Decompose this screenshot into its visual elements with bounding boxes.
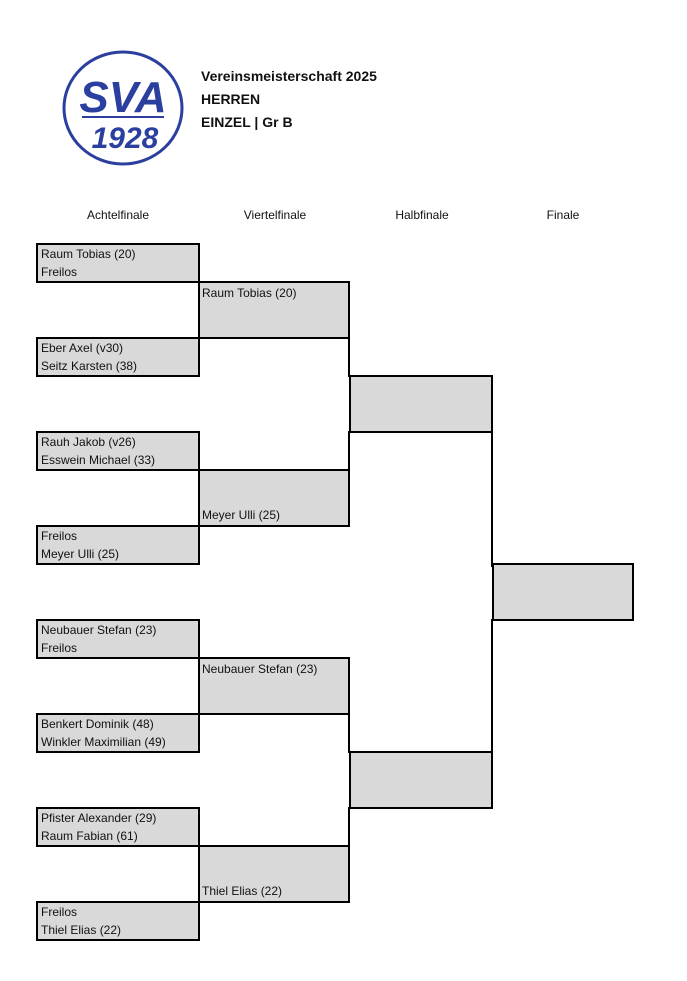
connector-line (348, 807, 350, 847)
qf-match-1: Raum Tobias (20) (198, 281, 350, 339)
player: Raum Fabian (61) (41, 829, 138, 843)
player: Esswein Michael (33) (41, 453, 156, 467)
player-bottom: Meyer Ulli (25) (202, 508, 281, 522)
header-group: EINZEL | Gr B (201, 114, 293, 130)
header-title: Vereinsmeisterschaft 2025 (201, 68, 377, 84)
connector-line (491, 431, 493, 567)
connector-line (348, 713, 350, 753)
player: Seitz Karsten (38) (41, 359, 138, 373)
logo-text-year: 1928 (92, 122, 159, 155)
player: Freilos (41, 529, 78, 543)
player: Winkler Maximilian (49) (41, 735, 166, 749)
sf-match-1 (349, 375, 493, 433)
r16-match-7: Pfister Alexander (29) Raum Fabian (61) (36, 807, 200, 847)
connector-line (348, 431, 350, 471)
player: Freilos (41, 641, 78, 655)
r16-match-5: Neubauer Stefan (23) Freilos (36, 619, 200, 659)
player-top: Neubauer Stefan (23) (202, 662, 318, 676)
r16-match-3: Rauh Jakob (v26) Esswein Michael (33) (36, 431, 200, 471)
r16-match-8: Freilos Thiel Elias (22) (36, 901, 200, 941)
r16-match-2: Eber Axel (v30) Seitz Karsten (38) (36, 337, 200, 377)
qf-match-4: Thiel Elias (22) (198, 845, 350, 903)
player: Eber Axel (v30) (41, 341, 124, 355)
player-bottom: Thiel Elias (22) (202, 884, 283, 898)
club-logo: SVA 1928 (62, 50, 184, 166)
round-label-viertelfinale: Viertelfinale (243, 208, 307, 222)
sf-match-2 (349, 751, 493, 809)
player: Neubauer Stefan (23) (41, 623, 157, 637)
r16-match-1: Raum Tobias (20) Freilos (36, 243, 200, 283)
player: Freilos (41, 265, 78, 279)
connector-line (348, 337, 350, 377)
round-label-achtelfinale: Achtelfinale (86, 208, 150, 222)
r16-match-4: Freilos Meyer Ulli (25) (36, 525, 200, 565)
player-top: Raum Tobias (20) (202, 286, 297, 300)
player: Raum Tobias (20) (41, 247, 136, 261)
final-match (492, 563, 634, 621)
player: Rauh Jakob (v26) (41, 435, 136, 449)
header-text: Vereinsmeisterschaft 2025 HERREN EINZEL … (201, 65, 377, 134)
player: Meyer Ulli (25) (41, 547, 120, 561)
round-label-finale: Finale (546, 208, 580, 222)
player: Thiel Elias (22) (41, 923, 122, 937)
r16-match-6: Benkert Dominik (48) Winkler Maximilian … (36, 713, 200, 753)
player: Pfister Alexander (29) (41, 811, 157, 825)
header-category: HERREN (201, 91, 261, 107)
qf-match-3: Neubauer Stefan (23) (198, 657, 350, 715)
connector-line (491, 619, 493, 753)
round-label-halbfinale: Halbfinale (395, 208, 449, 222)
player: Freilos (41, 905, 78, 919)
logo-text-sva: SVA (79, 73, 166, 122)
qf-match-2: Meyer Ulli (25) (198, 469, 350, 527)
player: Benkert Dominik (48) (41, 717, 154, 731)
